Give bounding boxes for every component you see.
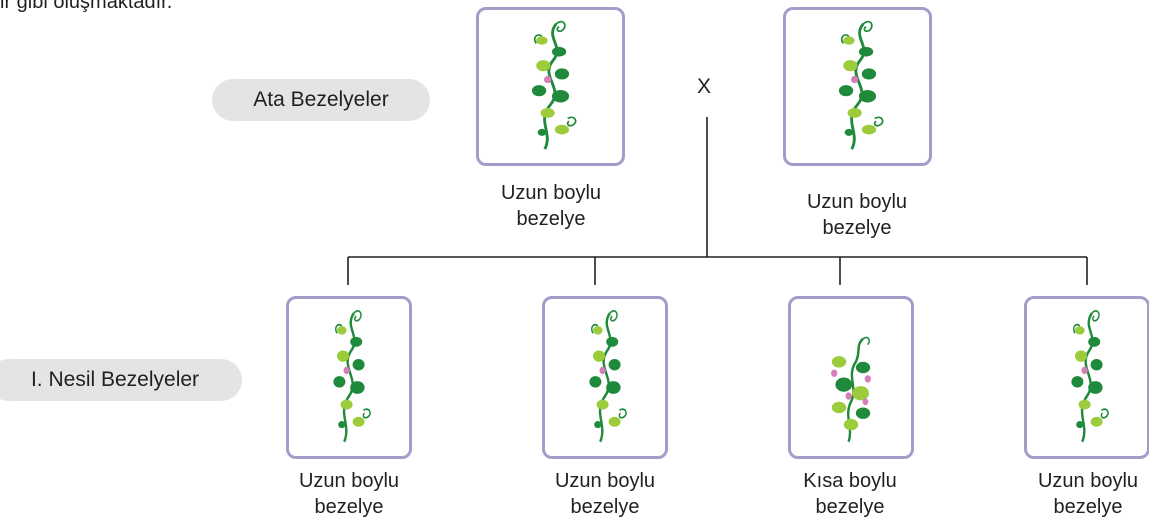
offspring-3-card: [788, 296, 914, 459]
offspring-4-caption-line1: Uzun boylu: [1037, 470, 1139, 492]
short-pea-plant-icon: [829, 336, 873, 444]
offspring-2-card: [542, 296, 668, 459]
parent-2-card: [783, 7, 932, 166]
tall-pea-plant-icon: [837, 20, 885, 151]
offspring-4-card: [1024, 296, 1149, 459]
cut-off-intro-text: ir gibi oluşmaktadır.: [0, 0, 173, 13]
parent-2-caption-line1: Uzun boylu: [806, 191, 908, 213]
parent-1-caption: Uzun boylu bezelye: [501, 180, 601, 232]
offspring-4-caption: Uzun boylu bezelye: [1038, 468, 1138, 520]
parent-1-card: [476, 7, 625, 166]
parent-1-caption-line2: bezelye: [516, 208, 586, 230]
offspring-3-caption-line2: bezelye: [815, 496, 885, 518]
parents-label: Ata Bezelyeler: [212, 79, 430, 121]
tall-pea-plant-icon: [1069, 309, 1110, 444]
offspring-1-caption: Uzun boylu bezelye: [299, 468, 399, 520]
offspring-1-caption-line1: Uzun boylu: [298, 470, 400, 492]
offspring-2-caption-line1: Uzun boylu: [554, 470, 656, 492]
offspring-2-caption: Uzun boylu bezelye: [555, 468, 655, 520]
parent-2-caption: Uzun boylu bezelye: [807, 189, 907, 241]
offspring-1-card: [286, 296, 412, 459]
parent-1-caption-line1: Uzun boylu: [500, 182, 602, 204]
offspring-label: I. Nesil Bezelyeler: [0, 359, 242, 401]
tall-pea-plant-icon: [587, 309, 628, 444]
offspring-4-caption-line2: bezelye: [1053, 496, 1123, 518]
offspring-2-caption-line2: bezelye: [570, 496, 640, 518]
parent-2-caption-line2: bezelye: [822, 217, 892, 239]
cross-symbol: X: [697, 75, 712, 98]
tall-pea-plant-icon: [331, 309, 372, 444]
offspring-1-caption-line2: bezelye: [314, 496, 384, 518]
offspring-3-caption-line1: Kısa boylu: [803, 470, 897, 492]
offspring-3-caption: Kısa boylu bezelye: [803, 468, 896, 520]
tall-pea-plant-icon: [530, 20, 578, 151]
